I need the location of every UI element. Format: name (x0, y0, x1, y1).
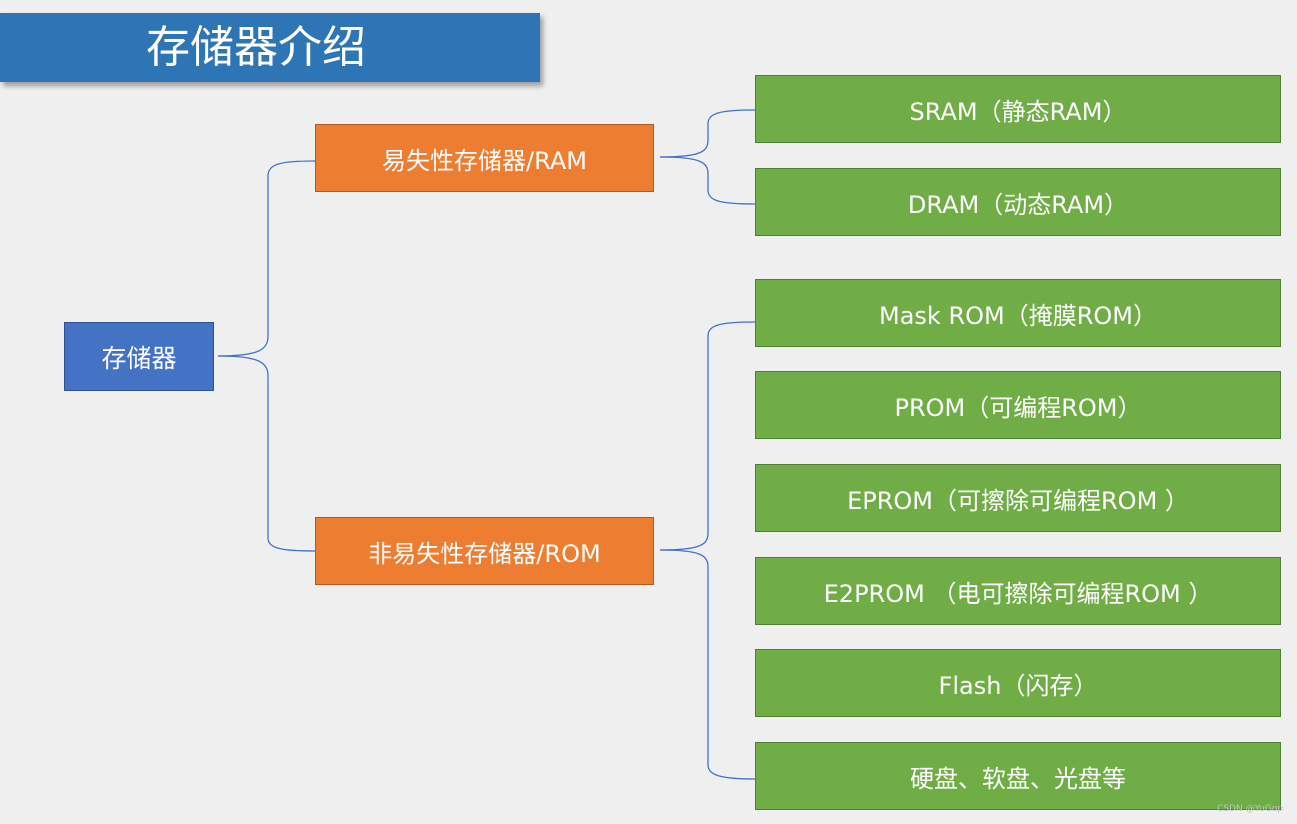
leaf-node-sram: SRAM（静态RAM） (755, 75, 1281, 143)
root-node: 存储器 (64, 322, 214, 391)
leaf-node-dram: DRAM（动态RAM） (755, 168, 1281, 236)
page-title: 存储器介绍 (0, 13, 540, 82)
connector-ram-to-sram (659, 109, 756, 158)
leaf-node-flash: Flash（闪存） (755, 649, 1281, 717)
connector-root-to-rom (217, 355, 316, 552)
leaf-label: 硬盘、软盘、光盘等 (910, 764, 1126, 793)
leaf-label: E2PROM （电可擦除可编程ROM ） (823, 579, 1213, 608)
watermark: CSDN @YuGop (1217, 804, 1283, 814)
leaf-node-prom: PROM（可编程ROM） (755, 371, 1281, 439)
leaf-node-mask-rom: Mask ROM（掩膜ROM） (755, 279, 1281, 347)
leaf-node-eprom: EPROM（可擦除可编程ROM ） (755, 464, 1281, 532)
connector-ram-to-dram (659, 156, 756, 205)
leaf-label: Mask ROM（掩膜ROM） (879, 301, 1157, 330)
category-node-ram: 易失性存储器/RAM (315, 124, 654, 192)
leaf-node-e2prom: E2PROM （电可擦除可编程ROM ） (755, 557, 1281, 625)
root-node-label: 存储器 (101, 343, 177, 373)
leaf-node-disks: 硬盘、软盘、光盘等 (755, 742, 1281, 810)
category-label: 非易失性存储器/ROM (368, 539, 601, 568)
connector-rom-to-maskrom (659, 321, 756, 551)
connector-root-to-ram (217, 160, 316, 357)
leaf-label: SRAM（静态RAM） (909, 97, 1127, 126)
category-label: 易失性存储器/RAM (382, 146, 587, 175)
leaf-label: Flash（闪存） (938, 671, 1098, 700)
leaf-label: EPROM（可擦除可编程ROM ） (847, 486, 1189, 515)
leaf-label: DRAM（动态RAM） (907, 190, 1129, 219)
category-node-rom: 非易失性存储器/ROM (315, 517, 654, 585)
connector-rom-to-bottom (659, 549, 756, 780)
leaf-label: PROM（可编程ROM） (894, 393, 1142, 422)
